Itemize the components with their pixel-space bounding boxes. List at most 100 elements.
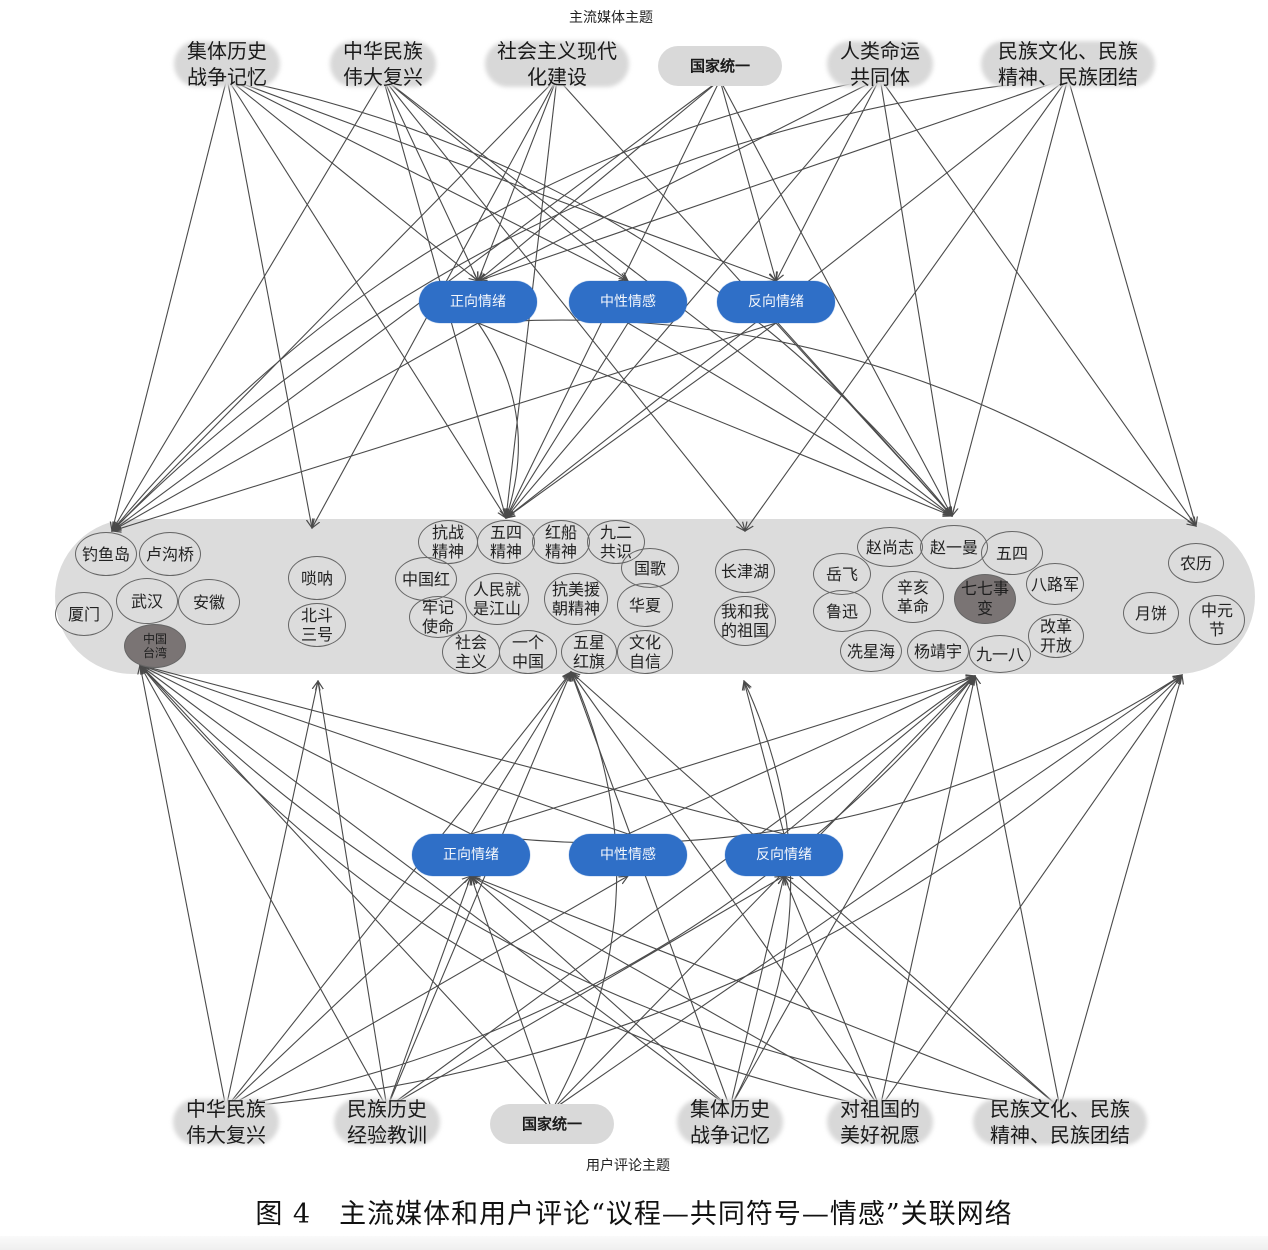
symbol-node[interactable]: 钓鱼岛 [75, 532, 137, 576]
media-emotion-neutral[interactable]: 中性情感 [569, 281, 687, 323]
comment-emotion-positive[interactable]: 正向情绪 [412, 834, 530, 876]
symbol-node[interactable]: 安徽 [178, 579, 240, 625]
edge-bottom-14 [551, 672, 618, 1111]
edge-bottom-6 [225, 681, 318, 1109]
edge-top-21 [719, 79, 776, 281]
media-theme-node[interactable]: 中华民族 伟大复兴 [327, 38, 439, 90]
edge-bottom-31 [975, 676, 1061, 1109]
symbol-node[interactable]: 卢沟桥 [139, 532, 201, 576]
edge-bottom-44 [140, 665, 785, 835]
edge-top-37 [477, 322, 952, 516]
symbol-node[interactable]: 杨靖宇 [907, 630, 969, 672]
symbol-node[interactable]: 冼星海 [840, 630, 902, 672]
symbol-node[interactable]: 社会 主义 [442, 630, 500, 674]
symbol-node[interactable]: 改革 开放 [1028, 614, 1084, 658]
media-theme-node[interactable]: 国家统一 [658, 46, 782, 86]
comment-theme-node[interactable]: 对祖国的 美好祝愿 [824, 1096, 936, 1148]
theme-label: 民族文化、民族 精神、民族团结 [990, 1097, 1130, 1147]
symbol-node[interactable]: 鲁迅 [813, 590, 871, 632]
symbol-node[interactable]: 五四 [981, 531, 1043, 575]
symbol-node[interactable]: 中元 节 [1189, 595, 1245, 645]
symbol-node[interactable]: 厦门 [55, 592, 113, 636]
comment-theme-node[interactable]: 集体历史 战争记忆 [674, 1096, 786, 1148]
edge-bottom-30 [140, 665, 1061, 1109]
comment-emotion-neutral[interactable]: 中性情感 [569, 834, 687, 876]
media-theme-node[interactable]: 社会主义现代 化建设 [482, 38, 632, 90]
symbol-node[interactable]: 牢记 使命 [409, 596, 467, 638]
edge-top-28 [776, 77, 881, 281]
edge-top-20 [478, 79, 721, 281]
symbol-node[interactable]: 五四 精神 [477, 520, 535, 564]
edge-bottom-35 [784, 876, 1061, 1109]
media-emotion-positive[interactable]: 正向情绪 [419, 281, 537, 323]
edge-bottom-11 [318, 681, 388, 1109]
edge-bottom-1 [225, 672, 571, 1109]
edge-bottom-22 [729, 876, 784, 1109]
media-emotion-negative[interactable]: 反向情绪 [717, 281, 835, 323]
symbol-node[interactable]: 唢呐 [288, 556, 346, 600]
media-theme-node[interactable]: 人类命运 共同体 [824, 38, 936, 90]
network-diagram: 主流媒体主题 用户评论主题 集体历史 战争记忆中华民族 伟大复兴社会主义现代 化… [55, 10, 1255, 1174]
symbol-node[interactable]: 文化 自信 [617, 630, 673, 674]
edge-bottom-37 [470, 672, 571, 835]
edge-bottom-19 [571, 672, 731, 1109]
symbol-node[interactable]: 人民就 是江山 [465, 573, 529, 625]
theme-label: 国家统一 [521, 1115, 582, 1133]
theme-label: 国家统一 [689, 57, 750, 75]
comment-theme-node[interactable]: 国家统一 [490, 1104, 614, 1144]
symbol-node[interactable]: 北斗 三号 [288, 603, 346, 647]
symbol-node[interactable]: 九一八 [969, 635, 1031, 673]
symbol-node[interactable]: 抗美援 朝精神 [544, 573, 608, 625]
symbol-node[interactable]: 月饼 [1123, 592, 1179, 634]
edge-top-41 [112, 322, 777, 531]
edge-top-15 [478, 77, 558, 281]
theme-label: 集体历史 战争记忆 [187, 39, 267, 89]
symbol-node[interactable]: 赵一曼 [920, 525, 988, 569]
edge-top-38 [477, 319, 1196, 526]
edge-bottom-34 [571, 672, 1061, 1109]
edge-bottom-12 [386, 876, 784, 1109]
comment-theme-node[interactable]: 民族文化、民族 精神、民族团结 [970, 1096, 1150, 1148]
edge-top-5 [226, 77, 312, 528]
symbol-node[interactable]: 武汉 [116, 578, 178, 624]
media-theme-node[interactable]: 集体历史 战争记忆 [171, 38, 283, 90]
symbol-node[interactable]: 长津湖 [715, 549, 775, 593]
edge-bottom-16 [551, 676, 975, 1111]
comment-theme-node[interactable]: 中华民族 伟大复兴 [170, 1096, 282, 1148]
edge-top-26 [879, 77, 952, 516]
edge-bottom-41 [627, 676, 975, 835]
edge-bottom-9 [386, 876, 471, 1109]
symbol-node[interactable]: 辛亥 革命 [882, 571, 944, 623]
symbol-node[interactable]: 赵尚志 [857, 527, 923, 567]
symbol-node[interactable]: 国歌 [621, 548, 679, 588]
symbol-node[interactable]: 华夏 [617, 583, 673, 627]
edge-top-27 [879, 77, 1196, 526]
symbol-node[interactable]: 我和我 的祖国 [714, 596, 776, 646]
edge-bottom-21 [471, 876, 731, 1109]
edge-top-39 [506, 322, 777, 518]
theme-label: 中华民族 伟大复兴 [343, 39, 423, 89]
symbol-node[interactable]: 七七事 变 [954, 574, 1016, 624]
symbol-node[interactable]: 中国红 [395, 557, 457, 601]
theme-label: 民族文化、民族 精神、民族团结 [998, 39, 1138, 89]
edge-bottom-29 [571, 672, 881, 1109]
comment-emotion-negative[interactable]: 反向情绪 [725, 834, 843, 876]
comment-theme-node[interactable]: 民族历史 经验教训 [331, 1096, 443, 1148]
symbol-node[interactable]: 五星 红旗 [561, 630, 617, 674]
edge-bottom-17 [551, 675, 1182, 1111]
symbol-node[interactable]: 一个 中国 [499, 630, 557, 674]
symbol-node[interactable]: 红船 精神 [532, 520, 590, 564]
edge-bottom-10 [386, 676, 975, 1109]
edge-bottom-26 [879, 675, 1182, 1109]
symbol-node[interactable]: 农历 [1168, 543, 1224, 583]
edge-top-36 [477, 322, 519, 518]
edge-bottom-8 [386, 672, 571, 1109]
media-theme-node[interactable]: 民族文化、民族 精神、民族团结 [978, 38, 1158, 90]
symbol-node[interactable]: 中国 台湾 [124, 624, 186, 668]
theme-label: 社会主义现代 化建设 [497, 39, 617, 89]
symbol-node[interactable]: 八路军 [1026, 563, 1084, 605]
symbol-node[interactable]: 岳飞 [813, 553, 871, 595]
edge-top-40 [775, 322, 952, 516]
edge-bottom-32 [1059, 675, 1182, 1109]
edge-top-32 [1067, 77, 1196, 526]
